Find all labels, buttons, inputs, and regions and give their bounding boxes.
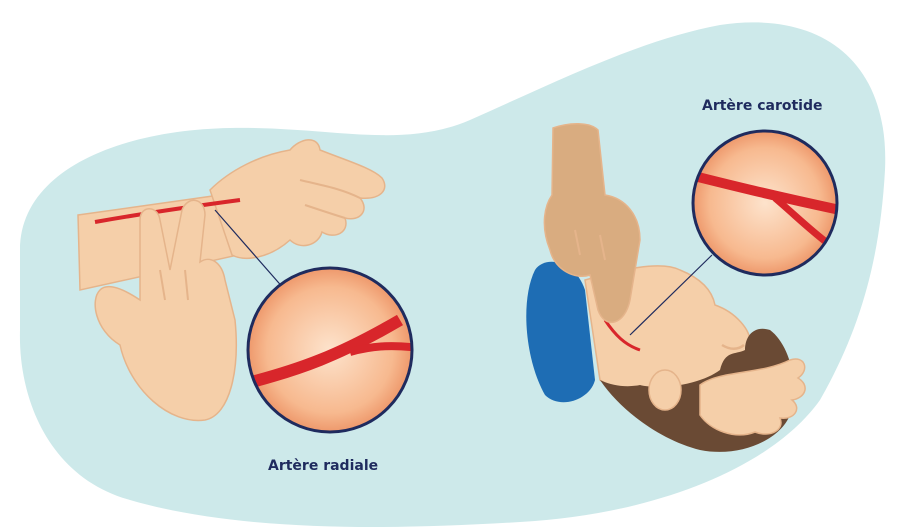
- patient-ear: [649, 370, 681, 410]
- carotid-artery-label: Artère carotide: [702, 98, 822, 114]
- radial-artery-label: Artère radiale: [268, 458, 378, 474]
